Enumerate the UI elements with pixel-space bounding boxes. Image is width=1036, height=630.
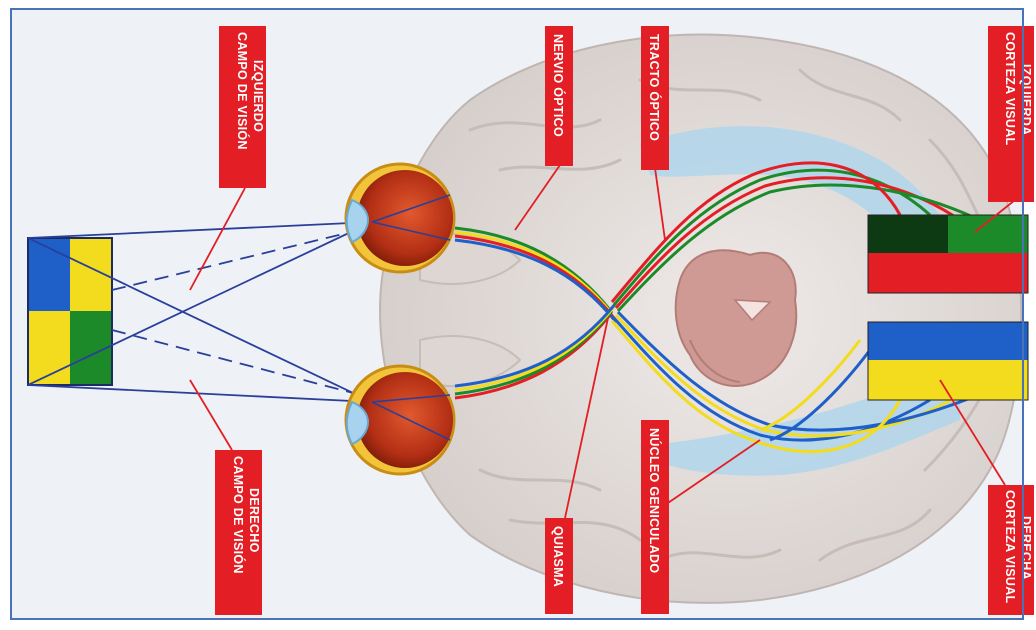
label-left-visual-field: CAMPO DE VISIÓN IZQUIERDO: [219, 26, 266, 188]
label-right-visual-field: CAMPO DE VISIÓN DERECHO: [215, 450, 262, 615]
label-chiasm: QUIASMA: [545, 518, 573, 614]
eye-icon: [346, 164, 454, 272]
svg-text:TRACTO ÓPTICO: TRACTO ÓPTICO: [647, 34, 662, 141]
cortex-color-block: [868, 215, 1028, 293]
svg-text:CORTEZA VISUAL: CORTEZA VISUAL: [1003, 490, 1017, 604]
svg-text:CORTEZA VISUAL: CORTEZA VISUAL: [1003, 32, 1017, 146]
svg-text:NÚCLEO GENICULADO: NÚCLEO GENICULADO: [647, 428, 662, 573]
cortex-color-block: [868, 322, 1028, 400]
svg-text:NERVIO ÓPTICO: NERVIO ÓPTICO: [551, 34, 566, 137]
svg-text:QUIASMA: QUIASMA: [551, 526, 565, 587]
svg-text:DERECHA: DERECHA: [1019, 516, 1033, 580]
label-right-visual-cortex: CORTEZA VISUAL DERECHA: [988, 485, 1034, 615]
label-optic-tract: TRACTO ÓPTICO: [641, 26, 669, 170]
svg-text:CAMPO DE VISIÓN: CAMPO DE VISIÓN: [235, 32, 250, 150]
svg-text:IZQUIERDO: IZQUIERDO: [251, 60, 265, 132]
svg-text:CAMPO DE VISIÓN: CAMPO DE VISIÓN: [231, 456, 246, 574]
label-left-visual-cortex: CORTEZA VISUAL IZQUIERDA: [988, 26, 1034, 202]
svg-text:IZQUIERDA: IZQUIERDA: [1019, 64, 1033, 135]
label-optic-nerve: NERVIO ÓPTICO: [545, 26, 573, 166]
svg-text:DERECHO: DERECHO: [247, 488, 261, 553]
label-geniculate-nucleus: NÚCLEO GENICULADO: [641, 420, 669, 614]
brain-illustration: [380, 35, 1021, 603]
eye-icon: [346, 366, 454, 474]
visual-field-square: [28, 238, 112, 385]
